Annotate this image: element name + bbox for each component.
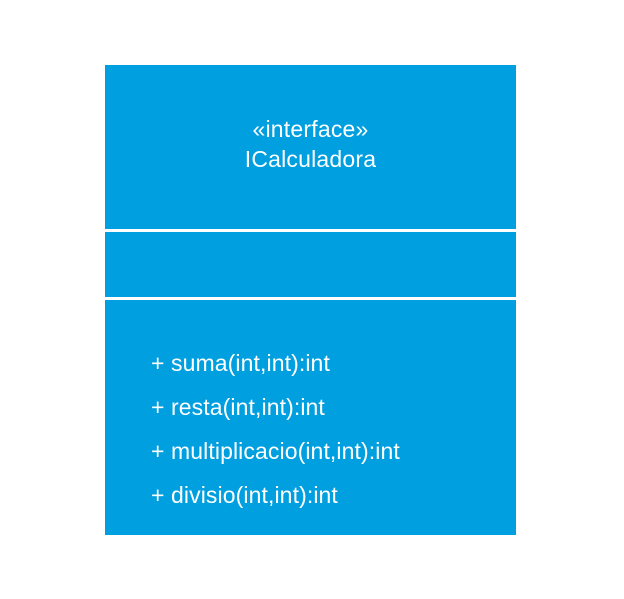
attributes-compartment xyxy=(105,232,516,297)
operation-resta: + resta(int,int):int xyxy=(151,394,325,420)
uml-interface-icalculadora: «interface» ICalculadora + suma(int,int)… xyxy=(105,65,516,535)
stereotype-label: «interface» xyxy=(252,116,369,142)
operations-compartment: + suma(int,int):int + resta(int,int):int… xyxy=(105,300,516,535)
operation-suma: + suma(int,int):int xyxy=(151,350,330,376)
operation-multiplicacio: + multiplicacio(int,int):int xyxy=(151,438,400,464)
operation-divisio: + divisio(int,int):int xyxy=(151,482,338,508)
name-compartment: «interface» ICalculadora xyxy=(105,65,516,229)
class-name: ICalculadora xyxy=(244,146,377,172)
